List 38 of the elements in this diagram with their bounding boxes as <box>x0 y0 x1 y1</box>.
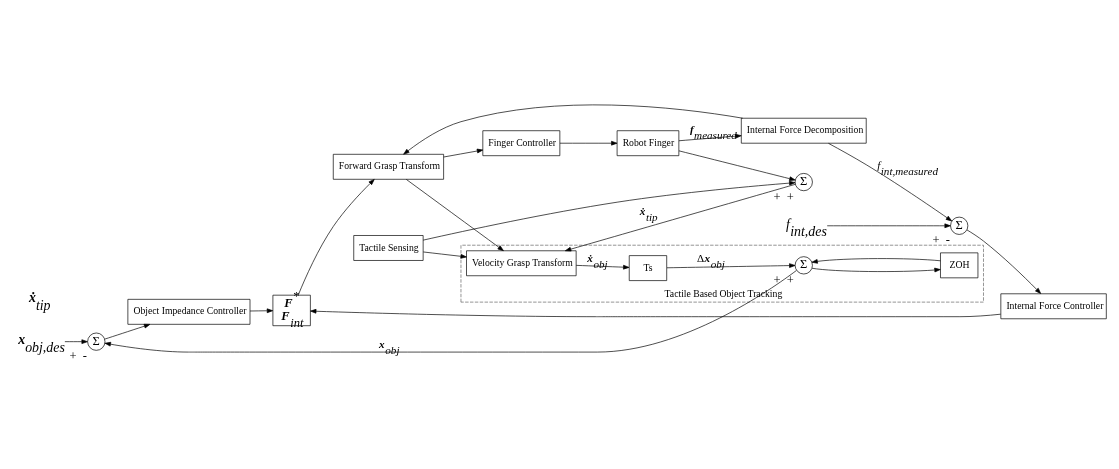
node-circle: Σ <box>794 256 813 275</box>
node-circle: Σ <box>950 216 969 235</box>
arrow <box>443 148 484 158</box>
arrow <box>406 179 504 251</box>
arrow <box>559 140 618 146</box>
arrow <box>966 229 1042 294</box>
node-box: ZOH <box>940 252 979 279</box>
node-label: + + <box>773 189 794 204</box>
arrow <box>104 323 151 340</box>
node-box: Internal Force Decomposition <box>740 117 867 144</box>
node-box: Ts <box>628 255 668 281</box>
arrow <box>564 184 796 252</box>
node-label: + + <box>773 273 794 288</box>
node-box: Velocity Grasp Transform <box>466 250 577 277</box>
arrow <box>666 263 796 269</box>
arrow <box>826 223 951 229</box>
node-box: Tactile Sensing <box>353 235 424 261</box>
node-circle: Σ <box>794 173 813 192</box>
arrow <box>575 264 630 270</box>
arrow <box>811 258 941 264</box>
arrow <box>422 180 796 241</box>
arrow <box>403 104 743 155</box>
arrow <box>828 143 953 222</box>
arrow <box>298 179 375 296</box>
node-box: Forward Grasp Transform <box>332 153 444 180</box>
arrow <box>249 308 274 314</box>
node-circle: Σ <box>87 332 106 351</box>
arrow <box>811 267 941 273</box>
node-box: Finger Controller <box>482 130 561 157</box>
arrow <box>64 339 88 344</box>
arrow <box>104 270 797 353</box>
arrow <box>678 150 796 181</box>
node-box: Object Impedance Controller <box>127 299 251 325</box>
arrow <box>423 251 467 259</box>
node-box: Robot Finger <box>616 130 680 157</box>
node-box: Internal Force Controller <box>1000 293 1107 320</box>
arrow <box>310 308 1001 318</box>
node-label: + - <box>69 349 88 364</box>
